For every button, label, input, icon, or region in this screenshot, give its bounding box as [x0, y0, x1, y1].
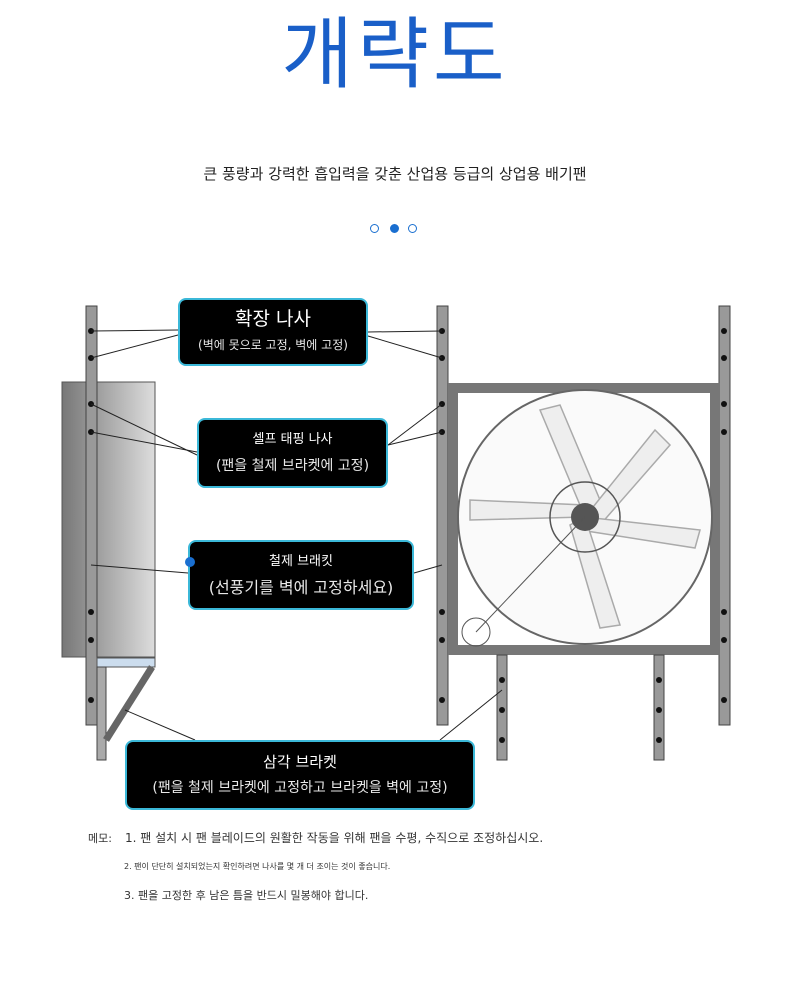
label-heading: 셀프 태핑 나사	[252, 432, 333, 447]
label-sub: (선풍기를 벽에 고정하세요)	[208, 578, 394, 597]
marker-dot	[185, 557, 195, 567]
triangle-bracket-brace	[103, 665, 155, 742]
label-heading: 철제 브래킷	[269, 554, 333, 569]
carousel-dot-3[interactable]	[408, 224, 417, 233]
label-heading: 확장 나사	[235, 308, 311, 330]
label-expansion-screw: 확장 나사 (벽에 못으로 고정, 벽에 고정)	[178, 298, 368, 366]
label-self-tapping-screw: 셀프 태핑 나사 (팬을 철제 브라켓에 고정)	[197, 418, 388, 488]
carousel-dot-2[interactable]	[390, 224, 399, 233]
note-3: 3. 팬을 고정한 후 남은 틈을 반드시 밀봉해야 합니다.	[124, 889, 369, 902]
front-view	[436, 305, 731, 761]
notes-prefix: 메모:	[88, 832, 112, 845]
page-subtitle: 큰 풍량과 강력한 흡입력을 갖춘 산업용 등급의 상업용 배기팬	[203, 165, 587, 183]
steel-bracket-left	[85, 305, 98, 726]
page-title: 개략도	[281, 10, 509, 100]
fan-blades	[469, 404, 701, 629]
label-sub: (팬을 철제 브라켓에 고정)	[215, 458, 370, 474]
carousel-dot-1[interactable]	[370, 224, 379, 233]
triangle-bracket-top	[96, 657, 156, 668]
label-triangle-bracket: 삼각 브라켓 (팬을 철제 브라켓에 고정하고 브라켓을 벽에 고정)	[125, 740, 475, 810]
side-view	[61, 305, 156, 761]
leader-lines	[90, 329, 503, 741]
label-heading: 삼각 브라켓	[263, 753, 337, 771]
label-steel-bracket: 철제 브래킷 (선풍기를 벽에 고정하세요)	[188, 540, 414, 610]
note-2: 2. 팬이 단단히 설치되었는지 확인하려면 나사를 몇 개 더 조이는 것이 …	[124, 862, 391, 871]
label-sub: (팬을 철제 브라켓에 고정하고 브라켓을 벽에 고정)	[152, 780, 448, 796]
fan-housing-side	[61, 381, 156, 658]
note-1: 1. 팬 설치 시 팬 블레이드의 원활한 작동을 위해 팬을 수평, 수직으로…	[125, 831, 544, 845]
label-sub: (벽에 못으로 고정, 벽에 고정)	[198, 338, 348, 352]
